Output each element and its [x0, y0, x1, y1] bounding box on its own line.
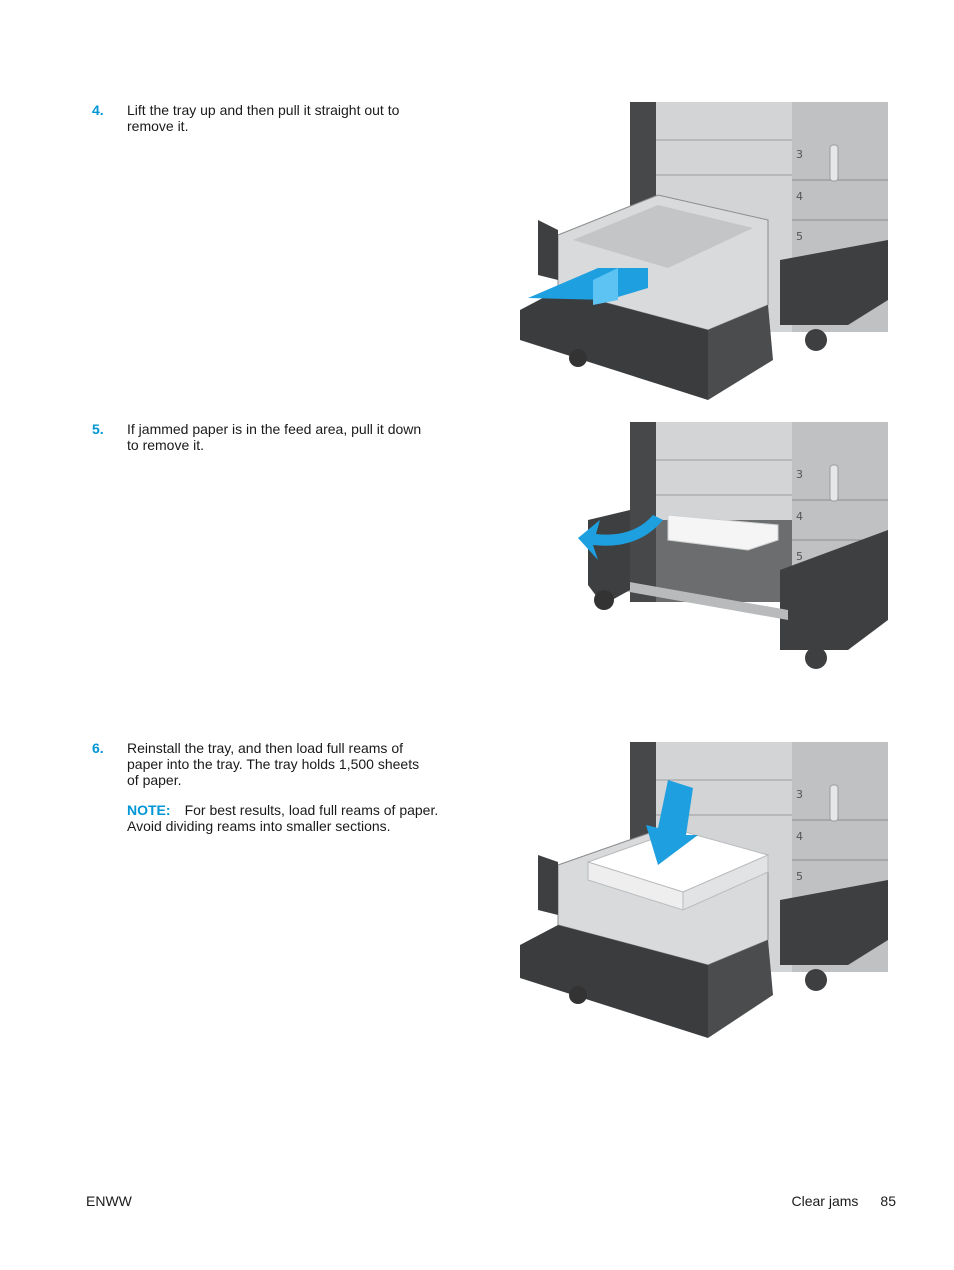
tray-label-5: 5 — [796, 550, 803, 563]
note-label: NOTE: — [127, 802, 171, 818]
tray-label-5: 5 — [796, 870, 803, 883]
tray-label-4: 4 — [796, 830, 803, 843]
step-number: 6. — [92, 740, 104, 756]
tray-label-3: 3 — [796, 468, 803, 481]
step-4: 4. Lift the tray up and then pull it str… — [92, 102, 462, 134]
tray-reinstall-illustration: 3 4 5 — [520, 742, 888, 1038]
step-number: 4. — [92, 102, 104, 118]
footer-section-title: Clear jams — [791, 1193, 859, 1209]
tray-label-3: 3 — [796, 788, 803, 801]
step-number: 5. — [92, 421, 104, 437]
step-text: Reinstall the tray, and then load full r… — [127, 740, 420, 788]
step-text: If jammed paper is in the feed area, pul… — [127, 421, 422, 453]
step-text: Lift the tray up and then pull it straig… — [127, 102, 400, 134]
step-5: 5. If jammed paper is in the feed area, … — [92, 421, 462, 453]
tray-label-4: 4 — [796, 190, 803, 203]
tray-label-5: 5 — [796, 230, 803, 243]
step-6: 6. Reinstall the tray, and then load ful… — [92, 740, 472, 834]
note-text: For best results, load full reams of pap… — [127, 802, 439, 834]
footer-manual-code: ENWW — [86, 1193, 132, 1209]
note: NOTE:For best results, load full reams o… — [127, 802, 472, 834]
tray-removal-illustration: 3 4 5 — [520, 102, 888, 400]
footer-section: Clear jams 85 — [792, 1193, 896, 1209]
tray-label-3: 3 — [796, 148, 803, 161]
page-number: 85 — [880, 1193, 896, 1209]
tray-label-4: 4 — [796, 510, 803, 523]
feed-area-jam-illustration: 3 4 5 — [578, 422, 888, 669]
